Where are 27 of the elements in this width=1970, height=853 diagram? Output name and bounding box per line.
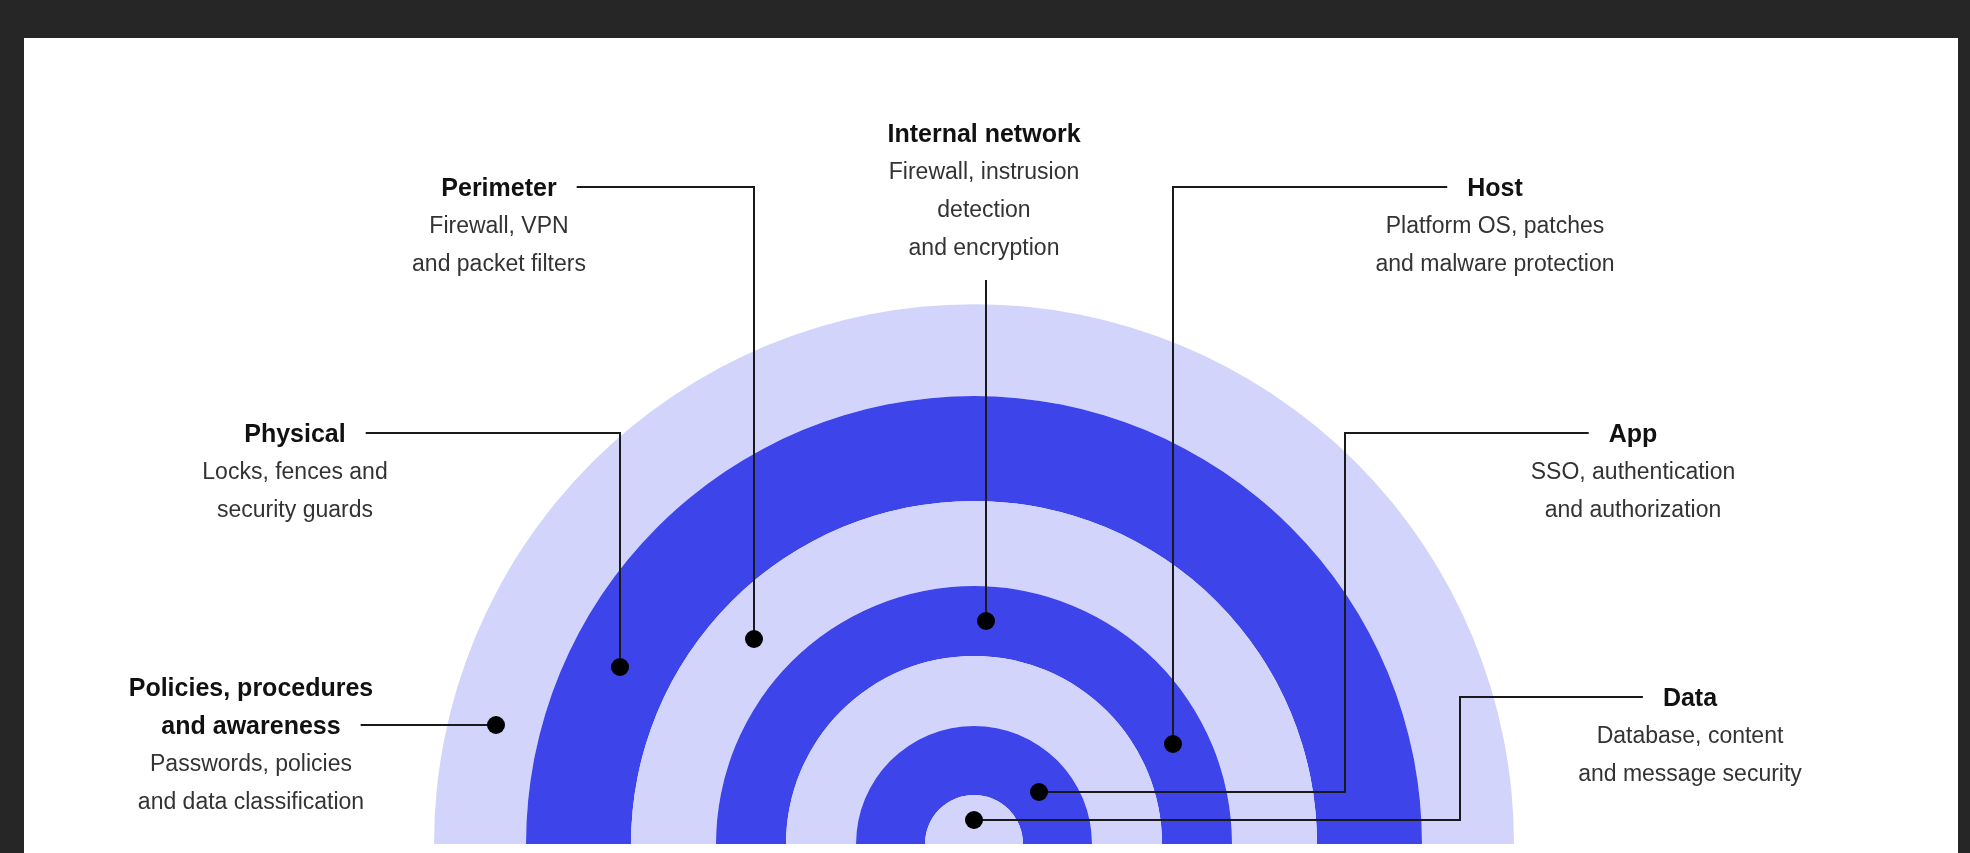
leader-line [575, 186, 763, 648]
ring-band [434, 305, 1514, 844]
layer-title: Data [1661, 682, 1719, 713]
layer-description: Firewall, instrusion detection and encryption [887, 157, 1081, 262]
ring-band [526, 396, 1422, 844]
layer-description: Locks, fences and security guards [201, 457, 389, 524]
leader-line [364, 432, 629, 676]
layer-description: Passwords, policies and data classification [136, 749, 366, 816]
layer-description: Database, content and message security [1577, 721, 1803, 788]
ring-band [856, 726, 1092, 844]
ring-band [716, 586, 1232, 844]
layer-title: Physical [243, 418, 347, 449]
layer-description: SSO, authentication and authorization [1529, 457, 1737, 524]
ring-band [631, 501, 1317, 844]
layer-description: Firewall, VPN and packet filters [411, 211, 587, 278]
layer-title: Perimeter [440, 172, 558, 203]
layer-description: Platform OS, patches and malware protection [1374, 211, 1616, 278]
ring-band [786, 656, 1162, 844]
layer-title: Internal network [886, 118, 1082, 149]
layer-title: App [1607, 418, 1659, 449]
leader-line [359, 716, 505, 734]
leader-line [977, 279, 995, 630]
leader-line [1164, 186, 1449, 753]
layer-title: Policies, procedures and awareness [127, 672, 375, 741]
leader-line [965, 696, 1644, 829]
layer-title: Host [1466, 172, 1524, 203]
leader-line [1030, 432, 1590, 801]
